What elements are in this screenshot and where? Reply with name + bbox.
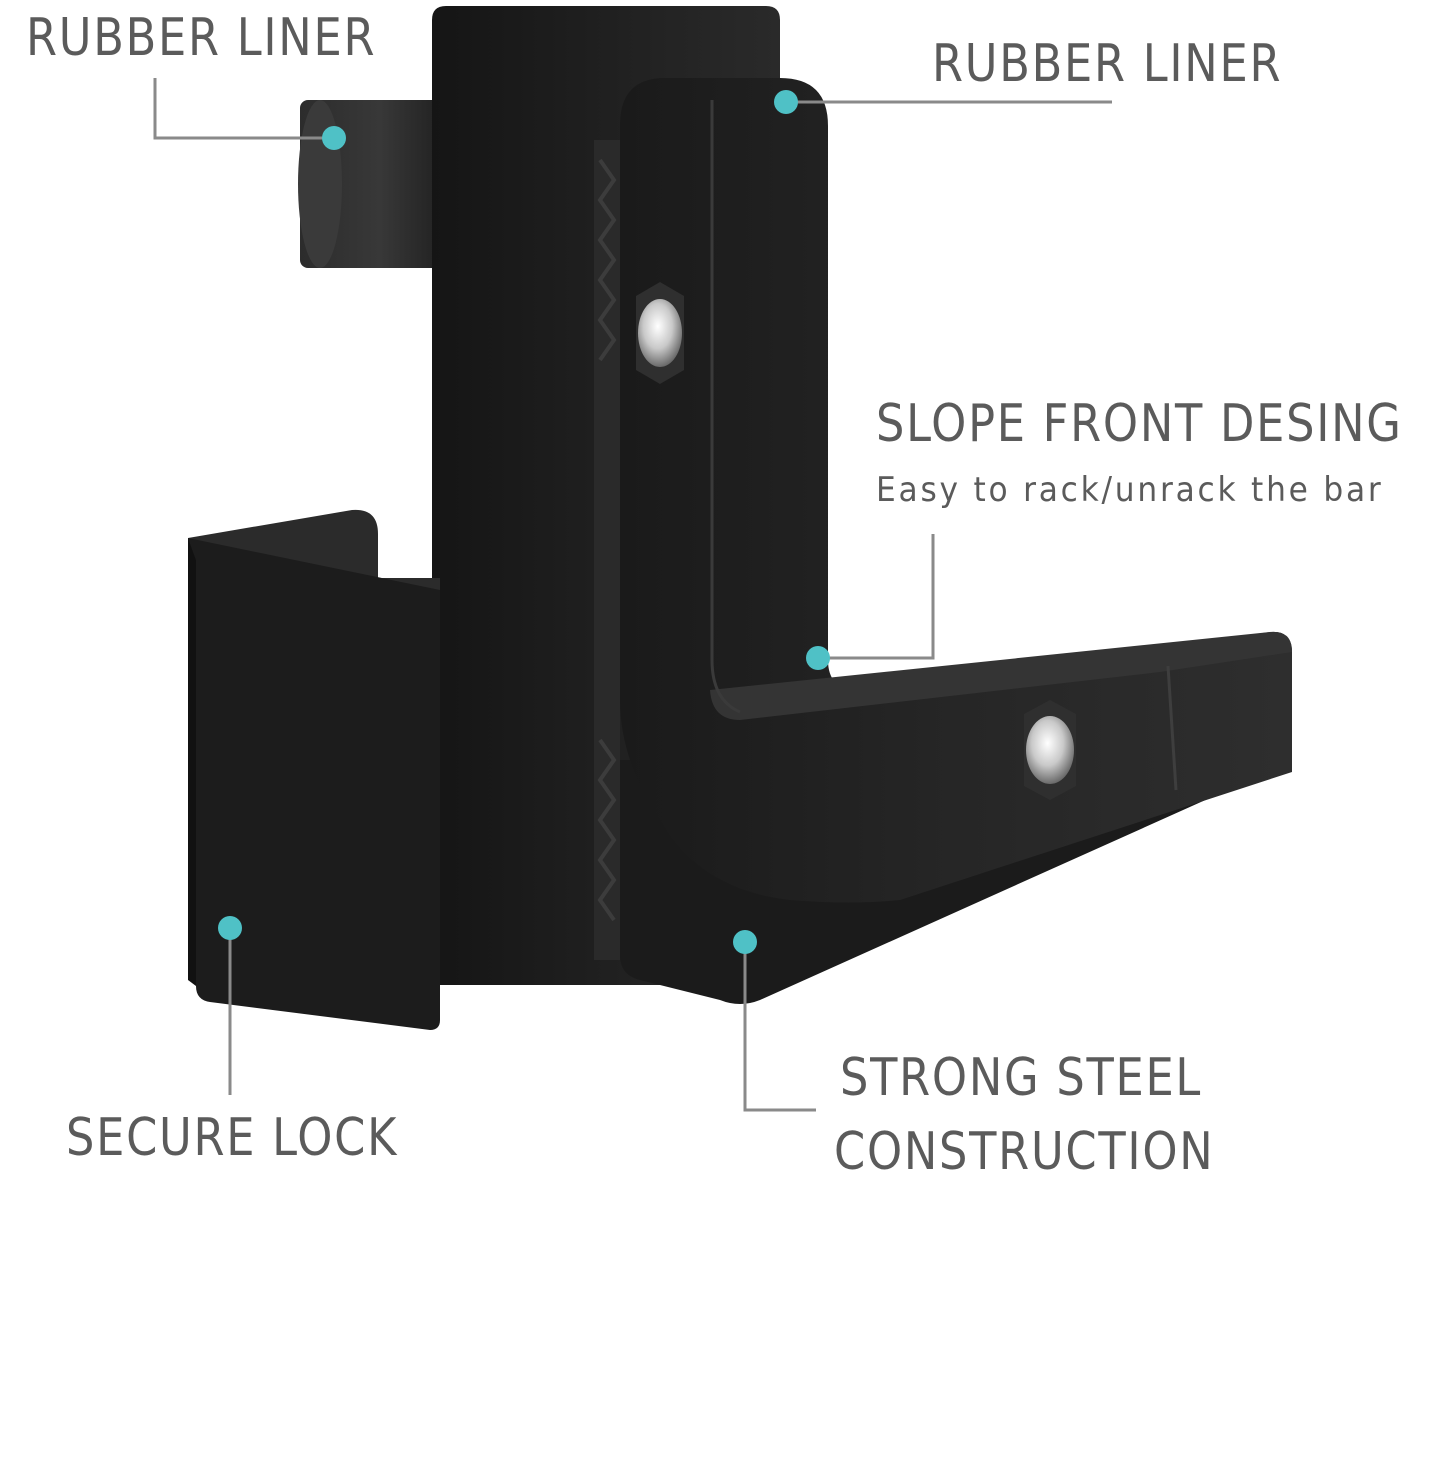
label-rubber-liner-left: RUBBER LINER [26,8,377,68]
label-strong-steel-line2: CONSTRUCTION [834,1122,1215,1182]
marker-rubber-liner-left [322,126,346,150]
leader-lines [153,78,1112,1112]
secure-lock-channel [188,509,440,1030]
callout-markers [218,90,830,954]
label-slope-front-title: SLOPE FRONT DESING [876,394,1403,454]
label-slope-front-subtitle: Easy to rack/unrack the bar [876,470,1384,510]
marker-strong-steel [733,930,757,954]
label-strong-steel-line1: STRONG STEEL [840,1048,1203,1108]
weld-seam [594,140,620,960]
marker-secure-lock [218,916,242,940]
label-rubber-liner-right: RUBBER LINER [932,34,1283,94]
label-secure-lock: SECURE LOCK [66,1108,399,1168]
marker-rubber-liner-right [774,90,798,114]
upper-bolt-icon [636,282,684,384]
j-hook-body [620,78,1292,1004]
lower-bolt-icon [1024,700,1076,800]
marker-slope-front [806,646,830,670]
